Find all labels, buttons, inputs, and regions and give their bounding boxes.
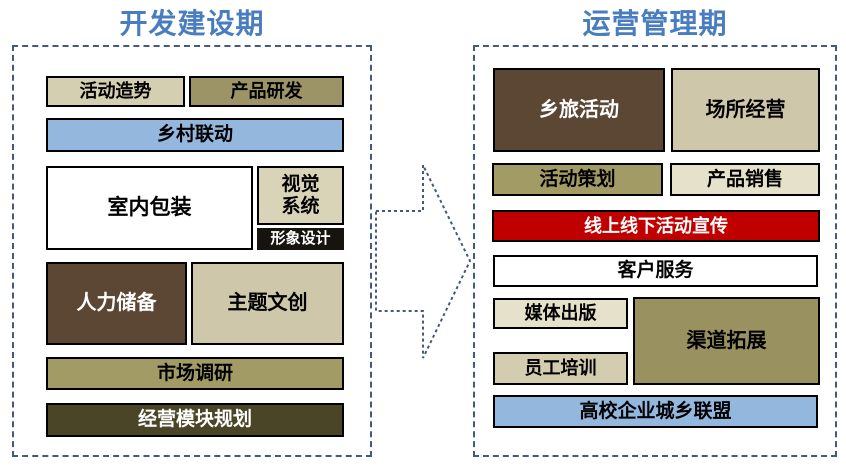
box-market-research: 市场调研 — [46, 357, 344, 390]
box-event-planning: 活动策划 — [492, 163, 663, 196]
right-phase-title: 运营管理期 — [582, 8, 728, 39]
box-hr-reserve: 人力储备 — [46, 262, 187, 345]
box-channel-expansion: 渠道拓展 — [633, 297, 820, 385]
box-media-publishing: 媒体出版 — [493, 298, 628, 329]
box-theme-cultural-creation: 主题文创 — [191, 262, 344, 345]
box-rural-tourism-activities: 乡旅活动 — [493, 68, 665, 152]
left-phase-title: 开发建设期 — [119, 8, 265, 39]
box-online-offline-promotion: 线上线下活动宣传 — [492, 210, 820, 242]
box-visual-system: 视觉系统 — [257, 166, 344, 225]
box-customer-service: 客户服务 — [493, 255, 818, 287]
operation-phase-panel: 乡旅活动 场所经营 活动策划 产品销售 线上线下活动宣传 客户服务 媒体出版 渠… — [473, 45, 837, 457]
box-venue-operation: 场所经营 — [671, 68, 820, 152]
box-product-rd: 产品研发 — [189, 76, 344, 107]
box-business-module-planning: 经营模块规划 — [46, 403, 344, 437]
box-activity-promotion: 活动造势 — [46, 76, 185, 107]
box-staff-training: 员工培训 — [493, 352, 628, 385]
box-university-enterprise-alliance: 高校企业城乡联盟 — [493, 395, 818, 428]
development-phase-panel: 活动造势 产品研发 乡村联动 室内包装 视觉系统 形象设计 人力储备 主题文创 … — [12, 45, 372, 457]
box-product-sales: 产品销售 — [670, 163, 820, 196]
phase-transition-arrow — [375, 164, 472, 359]
box-image-design: 形象设计 — [257, 228, 344, 250]
box-interior-packaging: 室内包装 — [46, 166, 253, 250]
box-village-linkage: 乡村联动 — [46, 118, 344, 152]
